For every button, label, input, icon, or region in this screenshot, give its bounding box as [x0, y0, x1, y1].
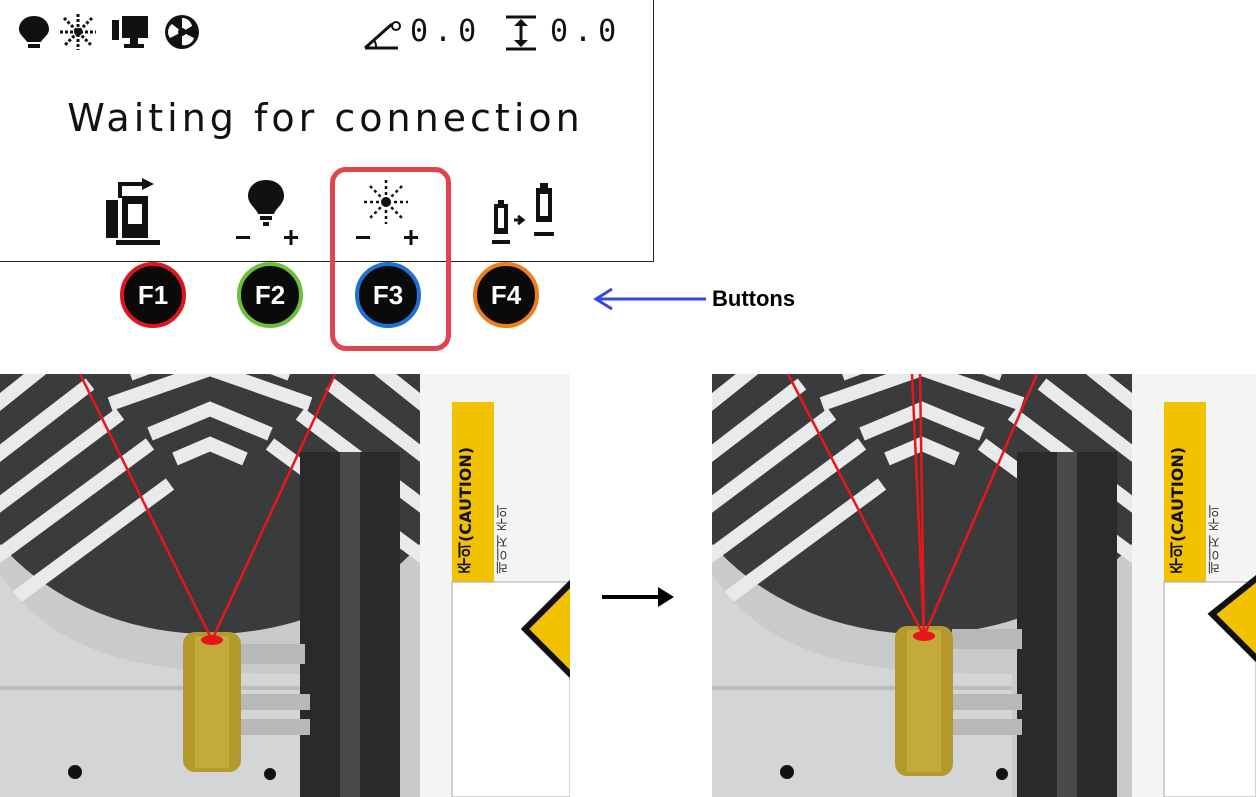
- caution-subtext: 레이저 주의: [1208, 504, 1223, 574]
- device-display: 0.0 0.0 Waiting for connection: [0, 0, 654, 262]
- connection-status-message: Waiting for connection: [67, 96, 584, 140]
- export-transfer-icon: [106, 178, 160, 245]
- bulb-icon: [19, 16, 49, 48]
- tilt-value: 0.0: [410, 14, 483, 49]
- caution-label: 주의(CAUTION): [456, 446, 475, 574]
- f1-button[interactable]: F1: [120, 262, 186, 328]
- f3-highlight-box: [330, 167, 451, 351]
- laser-after-photo: 주의(CAUTION) 레이저 주의: [712, 374, 1256, 797]
- f2-button[interactable]: F2: [237, 262, 303, 328]
- height-icon: [506, 15, 536, 51]
- transition-arrow-icon: [602, 587, 674, 607]
- fan-icon: [165, 15, 199, 49]
- laser-brightness-icon: [356, 180, 418, 245]
- tilt-angle-icon: [364, 21, 401, 50]
- callout-arrow-icon: [593, 287, 706, 311]
- buttons-callout-label: Buttons: [712, 286, 796, 311]
- f4-button[interactable]: F4: [473, 262, 539, 328]
- battery-swap-icon: [492, 183, 554, 244]
- caution-label: 주의(CAUTION): [1168, 446, 1187, 574]
- f3-button[interactable]: F3: [355, 262, 421, 328]
- laser-icon: [60, 14, 96, 50]
- bulb-brightness-icon: [236, 180, 298, 245]
- height-value: 0.0: [550, 14, 623, 49]
- caution-subtext: 레이저 주의: [496, 504, 511, 574]
- monitor-icon: [112, 16, 148, 48]
- laser-before-photo: 주의(CAUTION) 레이저 주의: [0, 374, 570, 797]
